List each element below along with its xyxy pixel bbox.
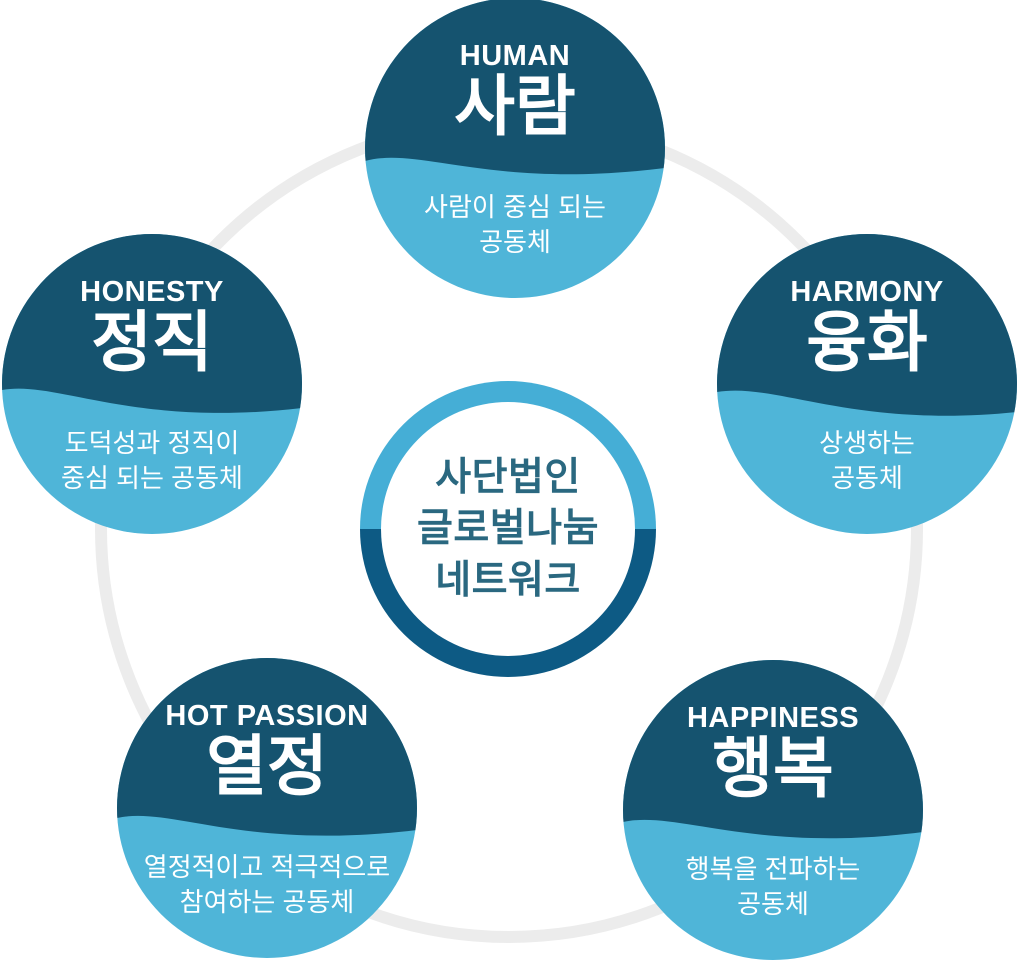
value-label-en: HONESTY: [80, 276, 224, 308]
wave-divider: [117, 658, 417, 836]
value-description: 사람이 중심 되는 공동체: [424, 192, 606, 258]
value-title-ko: 정직: [91, 305, 213, 379]
wave-divider: [2, 234, 302, 413]
center-circle: 사단법인 글로벌나눔 네트워크: [360, 381, 656, 677]
value-description: 상생하는 공동체: [819, 428, 915, 494]
value-label-en: HAPPINESS: [686, 702, 860, 734]
value-description: 열정적이고 적극적으로 참여하는 공동체: [143, 852, 391, 918]
value-label-en: HARMONY: [790, 276, 944, 308]
value-circle-human: HUMAN 사람 사람이 중심 되는 공동체: [365, 0, 665, 298]
wave-divider: [365, 0, 665, 175]
value-description: 도덕성과 정직이 중심 되는 공동체: [61, 428, 243, 494]
value-circle-happiness: HAPPINESS 행복 행복을 전파하는 공동체: [623, 660, 923, 960]
value-title-ko: 열정: [206, 729, 328, 803]
org-name-panel: 사단법인 글로벌나눔 네트워크: [381, 402, 635, 656]
value-title-ko: 융화: [806, 305, 928, 379]
org-name-line-1: 사단법인: [435, 455, 581, 499]
value-circle-honesty: HONESTY 정직 도덕성과 정직이 중심 되는 공동체: [2, 234, 302, 534]
value-label-en: HUMAN: [459, 40, 571, 72]
value-label-en: HOT PASSION: [165, 700, 369, 732]
org-name-line-2: 글로벌나눔: [417, 507, 599, 551]
wave-divider: [623, 660, 923, 839]
wave-divider: [717, 234, 1017, 416]
value-title-ko: 사람: [454, 69, 576, 143]
value-description: 행복을 전파하는 공동체: [685, 854, 861, 920]
value-circle-hot-passion: HOT PASSION 열정 열정적이고 적극적으로 참여하는 공동체: [117, 658, 417, 958]
value-circle-harmony: HARMONY 융화 상생하는 공동체: [717, 234, 1017, 534]
value-title-ko: 행복: [712, 731, 834, 805]
org-name-line-3: 네트워크: [435, 558, 581, 602]
